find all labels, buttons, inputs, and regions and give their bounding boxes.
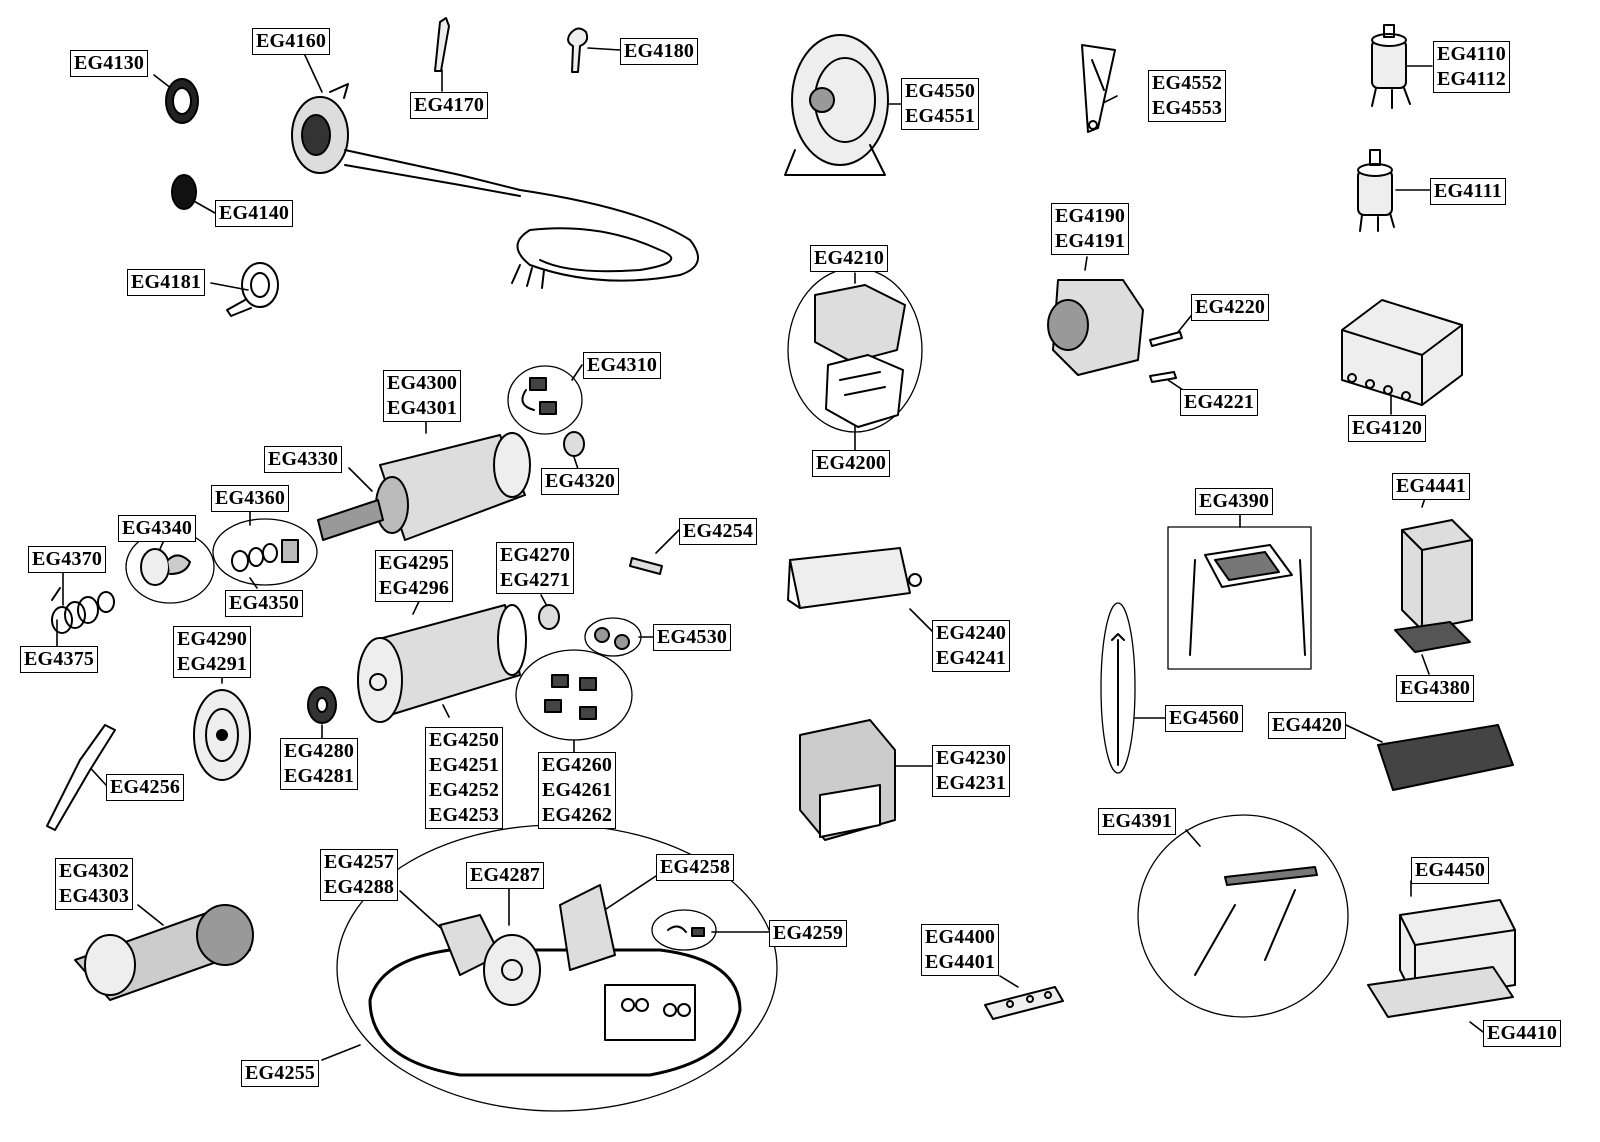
callout-eg4390: EG4390 bbox=[1195, 488, 1274, 515]
part-eg4400 bbox=[984, 986, 1064, 1020]
callout-eg4360: EG4360 bbox=[211, 485, 290, 512]
part-eg4552 bbox=[1081, 44, 1116, 133]
part-eg4340 bbox=[140, 548, 191, 586]
part-eg4259 bbox=[667, 925, 705, 937]
callout-eg4370: EG4370 bbox=[28, 546, 107, 573]
group-outline-eg4259 bbox=[651, 909, 717, 951]
group-outline-eg4360 bbox=[212, 518, 318, 586]
callout-eg4258: EG4258 bbox=[656, 854, 735, 881]
group-outline-eg4260 bbox=[515, 649, 633, 741]
callout-eg4320: EG4320 bbox=[541, 468, 620, 495]
callout-eg4111: EG4111 bbox=[1430, 178, 1506, 205]
callout-eg4160: EG4160 bbox=[252, 28, 331, 55]
callout-eg4210: EG4210 bbox=[810, 245, 889, 272]
callout-eg4410: EG4410 bbox=[1483, 1020, 1562, 1047]
callout-eg4310: EG4310 bbox=[583, 352, 662, 379]
part-eg4254 bbox=[629, 557, 663, 575]
callout-eg4255: EG4255 bbox=[241, 1060, 320, 1087]
part-eg4560 bbox=[1111, 633, 1125, 766]
part-eg4290 bbox=[193, 689, 251, 781]
part-eg4441 bbox=[1394, 519, 1473, 653]
part-eg4370 bbox=[51, 587, 115, 634]
callout-eg4330: EG4330 bbox=[264, 446, 343, 473]
part-eg4111 bbox=[1357, 149, 1395, 232]
part-eg4391 bbox=[1194, 866, 1318, 976]
part-eg4295 bbox=[357, 604, 527, 723]
callout-eg4120: EG4120 bbox=[1348, 415, 1427, 442]
part-eg4140 bbox=[171, 174, 197, 210]
part-eg4210 bbox=[814, 284, 906, 428]
callout-eg4380: EG4380 bbox=[1396, 675, 1475, 702]
part-eg4256 bbox=[46, 724, 116, 831]
part-eg4310 bbox=[521, 377, 557, 415]
part-eg4120 bbox=[1341, 299, 1463, 406]
part-eg4130 bbox=[165, 78, 199, 124]
callout-eg4181: EG4181 bbox=[127, 269, 206, 296]
group-outline-eg4310 bbox=[507, 365, 583, 435]
part-eg4230 bbox=[799, 719, 896, 841]
part-eg4181 bbox=[226, 262, 279, 317]
part-eg4450 bbox=[1367, 899, 1516, 1018]
callout-eg4420: EG4420 bbox=[1268, 712, 1347, 739]
part-eg4320 bbox=[563, 431, 585, 457]
part-eg4302 bbox=[74, 904, 254, 1001]
part-eg4360 bbox=[231, 539, 299, 572]
part-eg4300 bbox=[317, 432, 531, 541]
callout-eg4256: EG4256 bbox=[106, 774, 185, 801]
callout-eg4450: EG4450 bbox=[1411, 857, 1490, 884]
part-eg4160 bbox=[291, 83, 699, 289]
callout-eg4140: EG4140 bbox=[215, 200, 294, 227]
part-eg4240 bbox=[787, 547, 922, 609]
part-eg4390 bbox=[1189, 544, 1306, 656]
part-eg4550 bbox=[784, 34, 889, 176]
part-eg4420 bbox=[1377, 724, 1514, 791]
callout-eg4375: EG4375 bbox=[20, 646, 99, 673]
callout-eg4560: EG4560 bbox=[1165, 705, 1244, 732]
group-outline-eg4530 bbox=[584, 617, 642, 657]
part-eg4180 bbox=[567, 27, 589, 73]
part-eg4530 bbox=[594, 627, 630, 650]
part-eg4110 bbox=[1371, 24, 1411, 109]
callout-eg4221: EG4221 bbox=[1180, 389, 1259, 416]
part-eg4260 bbox=[544, 674, 597, 720]
callout-eg4130: EG4130 bbox=[70, 50, 149, 77]
callout-eg4350: EG4350 bbox=[225, 590, 304, 617]
callout-eg4391: EG4391 bbox=[1098, 808, 1177, 835]
part-eg4255 bbox=[368, 884, 742, 1077]
part-eg4270 bbox=[538, 604, 560, 630]
callout-eg4180: EG4180 bbox=[620, 38, 699, 65]
part-eg4170 bbox=[434, 17, 450, 72]
part-eg4280 bbox=[307, 686, 337, 724]
callout-eg4254: EG4254 bbox=[679, 518, 758, 545]
callout-eg4220: EG4220 bbox=[1191, 294, 1270, 321]
callout-eg4530: EG4530 bbox=[653, 624, 732, 651]
group-outline-eg4391 bbox=[1137, 814, 1349, 1018]
group-outline-eg4560 bbox=[1100, 602, 1136, 774]
callout-eg4340: EG4340 bbox=[118, 515, 197, 542]
callout-eg4259: EG4259 bbox=[769, 920, 848, 947]
callout-eg4441: EG4441 bbox=[1392, 473, 1471, 500]
callout-eg4200: EG4200 bbox=[812, 450, 891, 477]
part-eg4190 bbox=[1047, 279, 1183, 383]
callout-eg4170: EG4170 bbox=[410, 92, 489, 119]
callout-eg4287: EG4287 bbox=[466, 862, 545, 889]
